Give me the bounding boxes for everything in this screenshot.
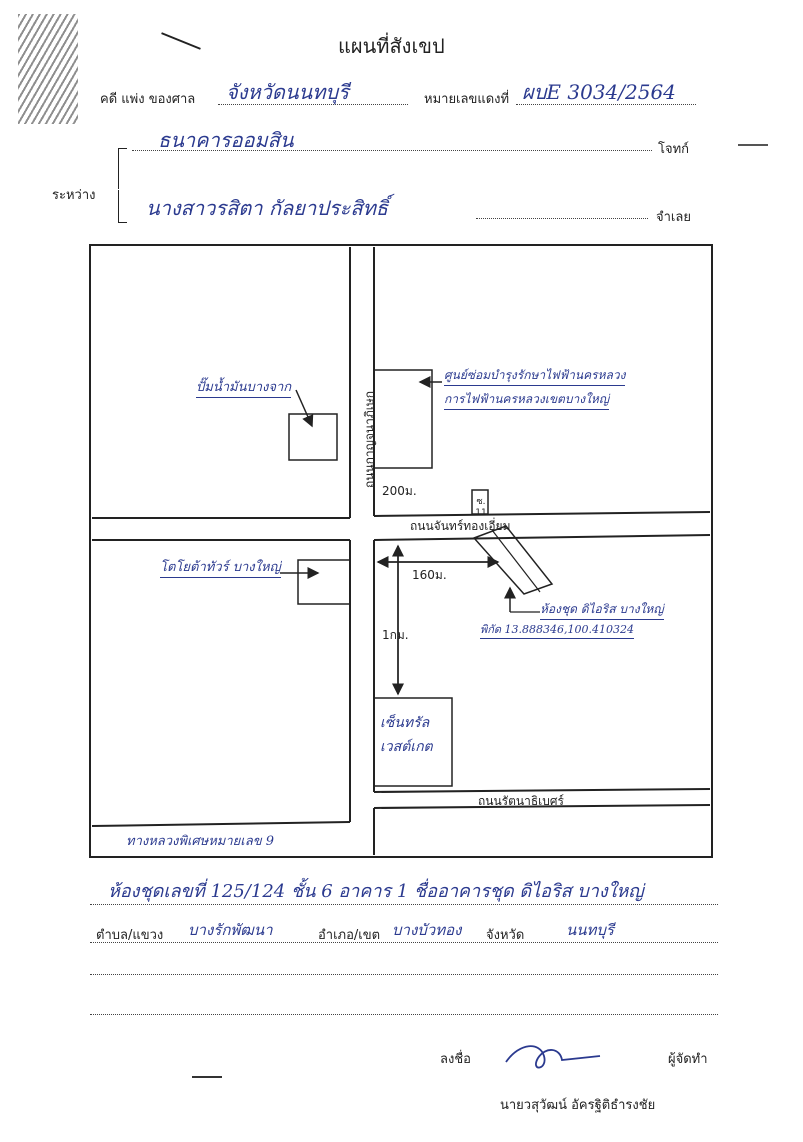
blank-line-2 [90, 1014, 718, 1015]
signature-scribble [505, 1045, 601, 1069]
distance-down: 1กม. [382, 628, 409, 642]
distance-top: 200ม. [382, 484, 417, 498]
road-top-label: ถนนจันทร์ทองเอี่ยม [410, 519, 511, 533]
map-border [89, 244, 713, 858]
district-label: อำเภอ/เขต [318, 928, 381, 943]
plaintiff-name: ธนาคารออมสิน [158, 128, 294, 152]
road-bottom-label: ถนนรัตนาธิเบศร์ [478, 794, 564, 808]
condo-building [472, 525, 554, 595]
signer-name: นายวสุวัฒน์ อัครฐิติธำรงชัย [500, 1098, 656, 1113]
electric-center-label-2: การไฟฟ้านครหลวงเขตบางใหญ่ [444, 390, 610, 410]
road-top-upper-right [373, 511, 711, 517]
case-number-underline [516, 104, 696, 105]
case-number-label: หมายเลขแดงที่ [424, 92, 510, 107]
case-prefix: คดี แพ่ง ของศาล [100, 92, 196, 107]
distance-right: 160ม. [412, 568, 447, 582]
corner-scribble [18, 14, 78, 124]
plaintiff-underline [132, 150, 652, 151]
brace-bottom [118, 190, 127, 223]
central-label-1: เซ็นทรัล [380, 715, 430, 731]
highway-label: ทางหลวงพิเศษหมายเลข 9 [126, 834, 274, 849]
arrow-gas [295, 389, 314, 428]
court-underline [218, 104, 408, 105]
brace-top [118, 148, 127, 189]
blank-line-1 [90, 974, 718, 975]
defendant-role: จำเลย [656, 210, 691, 225]
side-dash [738, 144, 768, 146]
plaintiff-role: โจทก์ [658, 142, 690, 157]
coordinates-label: พิกัด 13.888346,100.410324 [480, 620, 635, 639]
road-bottom-lower [373, 804, 711, 809]
signer-role: ผู้จัดทำ [668, 1052, 708, 1067]
condo-diagonal [491, 529, 541, 593]
address-underline [90, 942, 718, 943]
defendant-underline [476, 218, 648, 219]
unit-address: ห้องชุดเลขที่ 125/124 ชั้น 6 อาคาร 1 ชื่… [108, 881, 644, 902]
defendant-name: นางสาวรสิตา กัลยาประสิทธิ์ [146, 196, 388, 220]
province-label: จังหวัด [486, 928, 525, 943]
soi-mark: ซ. 11 [475, 497, 487, 518]
toyota-box [297, 559, 351, 605]
highway-upper [91, 821, 351, 827]
gas-station-box [288, 413, 338, 461]
central-label-2: เวสต์เกต [380, 739, 433, 755]
unit-underline [90, 904, 718, 905]
road-vertical-label: ถนนกาญจนาภิเษก [362, 390, 377, 489]
subdistrict-value: บางรักพัฒนา [188, 921, 273, 939]
condo-label: ห้องชุด ดิไอริส บางใหญ่ [540, 600, 664, 620]
road-bottom-upper [373, 788, 711, 793]
electric-center-box [373, 369, 433, 469]
soi-mark-box [471, 489, 489, 515]
subdistrict-label: ตำบล/แขวง [96, 928, 164, 943]
signature-bottom-dash [192, 1076, 222, 1078]
gas-station-label: ปั๊มน้ำมันบางจาก [196, 376, 292, 398]
court-name: จังหวัดนนทบุรี [226, 80, 349, 104]
case-number: ผบE 3034/2564 [522, 80, 676, 104]
electric-center-label-1: ศูนย์ซ่อมบำรุงรักษาไฟฟ้านครหลวง [444, 366, 626, 386]
district-value: บางบัวทอง [392, 921, 462, 939]
between-label: ระหว่าง [52, 188, 96, 203]
page-title: แผนที่สังเขป [338, 34, 445, 58]
central-box [373, 697, 453, 787]
province-value: นนทบุรี [566, 921, 614, 939]
sign-label: ลงชื่อ [440, 1052, 471, 1067]
road-top-lower-right [373, 534, 711, 541]
toyota-label: โตโยต้าทัวร์ บางใหญ่ [160, 556, 281, 578]
